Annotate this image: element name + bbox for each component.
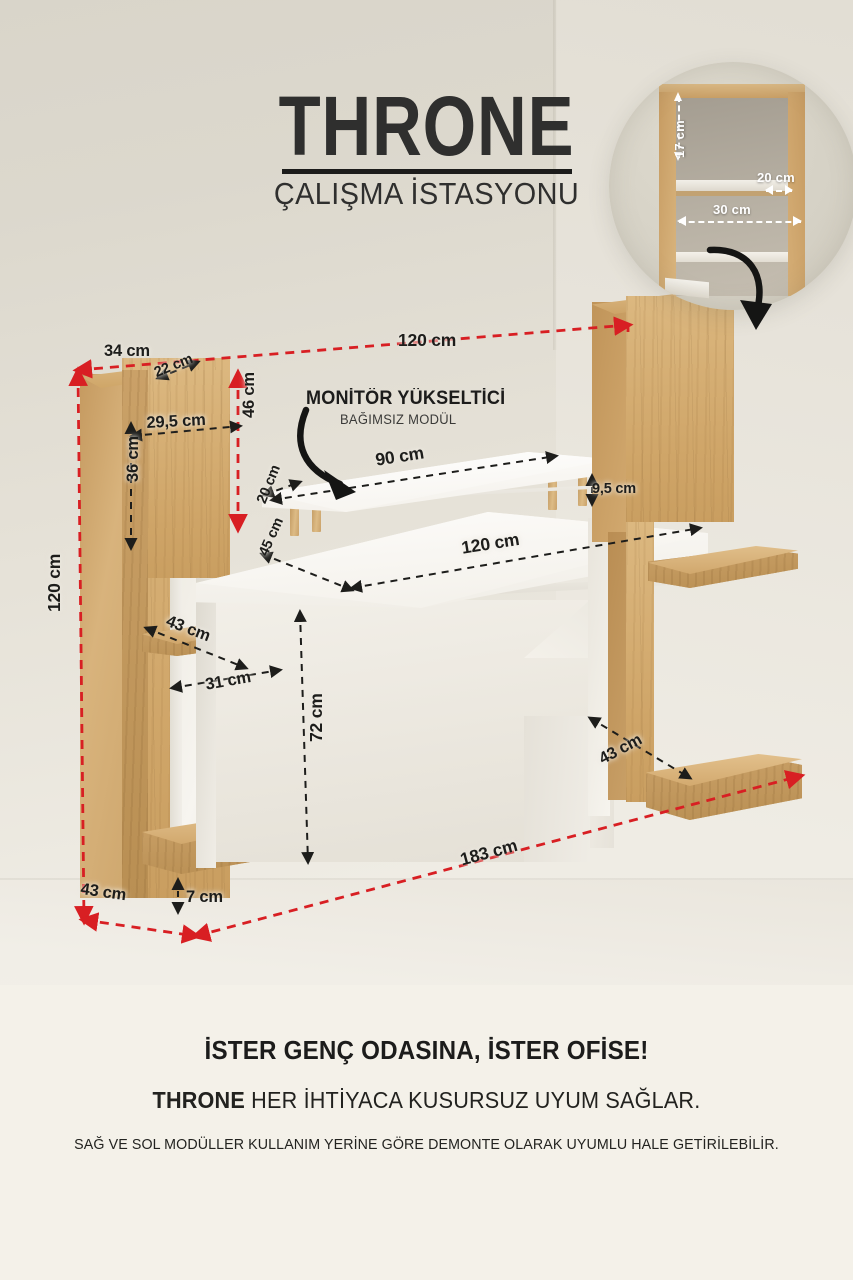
- dim-label-left-inner-width: 29,5 cm: [146, 410, 207, 432]
- inset-shelf-lower: [676, 252, 788, 262]
- inset-cabinet-top: [659, 84, 805, 98]
- inset-label-30: 30 cm: [713, 202, 751, 217]
- riser-leg-4: [578, 474, 587, 506]
- footer-line-1: İSTER GENÇ ODASINA, İSTER OFİSE!: [204, 1035, 649, 1065]
- inset-dim-line-20: [766, 190, 792, 192]
- wall-corner: [553, 0, 557, 350]
- title-divider: [281, 169, 572, 175]
- dim-label-riser-leg-height: 9,5 cm: [592, 481, 636, 497]
- footer-panel: [0, 985, 853, 1280]
- right-tower-front-panel: [626, 296, 734, 522]
- footer-line-2-rest: HER İHTİYACA KUSURSUZ UYUM SAĞLAR.: [244, 1087, 701, 1113]
- callout-arrow-icon: [297, 406, 356, 500]
- dim-label-desk-height: 72 cm: [306, 693, 326, 742]
- callout-subtitle: BAĞIMSIZ MODÜL: [340, 412, 457, 427]
- brand-subtitle: ÇALIŞMA İSTASYONU: [273, 176, 580, 212]
- inset-cabinet-left-panel: [659, 92, 676, 296]
- dim-label-left-tower-width: 34 cm: [104, 342, 150, 360]
- riser-leg-2: [312, 500, 321, 532]
- inset-cabinet: [659, 84, 805, 299]
- inset-label-20: 20 cm: [757, 170, 795, 185]
- footer-line-2: THRONE HER İHTİYACA KUSURSUZ UYUM SAĞLAR…: [26, 1087, 828, 1114]
- inset-shelf-upper: [676, 180, 788, 191]
- shelf-detail-inset: 17 cm 20 cm 30 cm: [609, 62, 853, 310]
- brand-title: THRONE: [278, 79, 575, 173]
- inset-shelf-edge: [676, 189, 788, 196]
- dim-label-overall-width: 120 cm: [398, 330, 457, 350]
- monitor-riser-callout: MONİTÖR YÜKSELTİCİ BAĞIMSIZ MODÜL: [306, 388, 516, 427]
- inset-dim-line-17: [678, 96, 680, 158]
- inset-cabinet-right-panel: [788, 92, 805, 296]
- dim-label-left-inner-height: 36 cm: [124, 436, 142, 482]
- riser-leg-1: [290, 504, 299, 536]
- dim-label-overall-height: 120 cm: [44, 553, 64, 612]
- dim-label-base-thickness: 7 cm: [186, 888, 223, 906]
- inset-dim-line-30: [679, 221, 801, 223]
- footer-brand: THRONE: [152, 1087, 245, 1113]
- title-block: THRONE ÇALIŞMA İSTASYONU: [0, 79, 853, 212]
- inset-cabinet-back: [676, 98, 788, 296]
- footer-line-3: SAĞ VE SOL MODÜLLER KULLANIM YERİNE GÖRE…: [74, 1136, 779, 1153]
- inset-arrowheads: [674, 92, 802, 226]
- footer-text-block: İSTER GENÇ ODASINA, İSTER OFİSE! THRONE …: [0, 1035, 853, 1153]
- inset-pointer-arrow-icon: [706, 246, 772, 330]
- callout-title: MONİTÖR YÜKSELTİCİ: [306, 388, 506, 409]
- dimension-overlay: [68, 316, 806, 944]
- dim-label-left-tower-height: 46 cm: [240, 372, 258, 418]
